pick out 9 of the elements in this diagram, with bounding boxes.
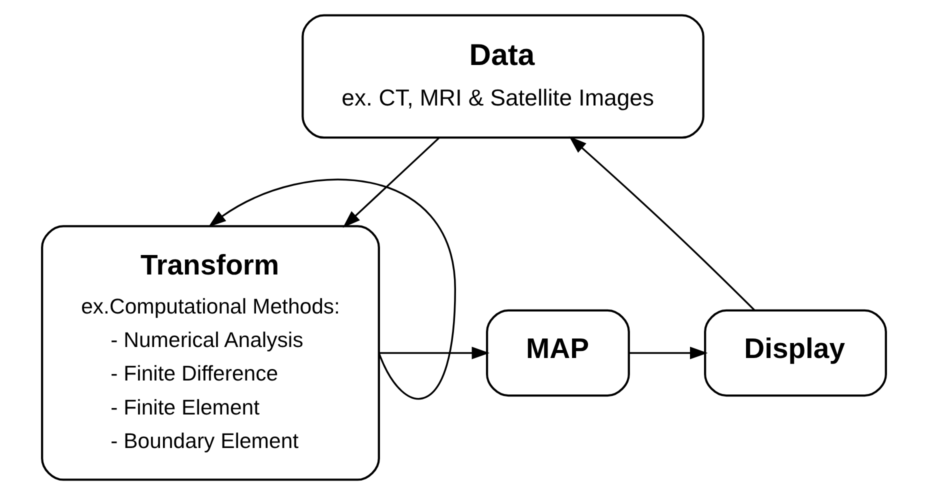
node-box: Transform ex.Computational Methods: - Numerical Analysis - Finite Difference - Finite Element - Boundary Element — [41, 225, 380, 481]
arrow — [342, 137, 440, 228]
arrow — [379, 346, 490, 360]
node-box: Data ex. CT, MRI & Satellite Images — [302, 14, 704, 139]
arrow — [628, 346, 708, 360]
arrow — [568, 136, 756, 311]
node-box: MAP — [486, 309, 630, 397]
arrow — [208, 178, 456, 400]
node-box: Display — [704, 309, 887, 397]
